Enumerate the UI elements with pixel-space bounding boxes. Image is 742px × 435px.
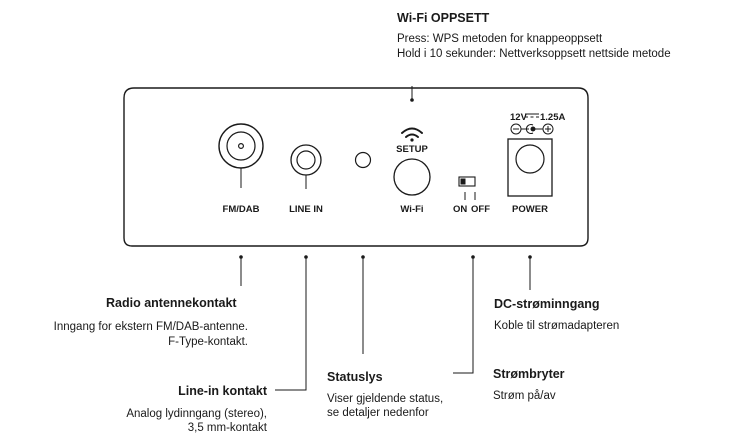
wifi-label: Wi-Fi: [400, 204, 423, 215]
status-line1: Viser gjeldende status,: [327, 393, 444, 405]
line-in-line1: Analog lydinngang (stereo),: [126, 408, 267, 420]
wifi-setup-title: Wi-Fi OPPSETT: [397, 11, 490, 25]
power-label: POWER: [512, 204, 548, 215]
line-in-label: LINE IN: [289, 204, 323, 215]
switch-title: Strømbryter: [493, 367, 565, 381]
switch-leader: [453, 257, 474, 374]
antenna-line1: Inngang for ekstern FM/DAB-antenne.: [53, 321, 248, 333]
switch-line1: Strøm på/av: [493, 390, 556, 402]
polarity-icon: [510, 123, 554, 135]
status-line2: se detaljer nedenfor: [327, 407, 429, 419]
wifi-setup-line2: Hold i 10 sekunder: Nettverksoppsett net…: [397, 48, 671, 60]
dc-power-jack: [507, 138, 553, 197]
device-panel: [123, 87, 589, 247]
line-in-jack: [290, 144, 322, 189]
wifi-leader: [410, 86, 414, 102]
antenna-line2: F-Type-kontakt.: [168, 336, 248, 348]
wifi-icon: [401, 127, 423, 138]
power-voltage: 12V: [510, 112, 528, 123]
fm-dab-connector: [218, 123, 264, 188]
wifi-setup-line1: Press: WPS metoden for knappeoppsett: [397, 33, 603, 45]
fm-dab-label: FM/DAB: [223, 204, 260, 215]
line-in-title: Line-in kontakt: [178, 384, 267, 398]
on-label: ON: [453, 204, 467, 215]
power-current: 1.25A: [540, 112, 565, 123]
status-led: [354, 151, 372, 169]
antenna-title: Radio antennekontakt: [106, 296, 237, 310]
power-switch: [458, 176, 476, 200]
dc-title: DC-strøminngang: [494, 297, 600, 311]
line-in-leader: [275, 257, 307, 391]
dc-line1: Koble til strømadapteren: [494, 320, 620, 332]
setup-label: SETUP: [396, 144, 428, 155]
dc-symbol-icon: [525, 113, 539, 118]
line-in-line2: 3,5 mm-kontakt: [187, 422, 267, 434]
wifi-setup-button: [393, 158, 431, 196]
status-title: Statuslys: [327, 370, 383, 384]
off-label: OFF: [471, 204, 490, 215]
